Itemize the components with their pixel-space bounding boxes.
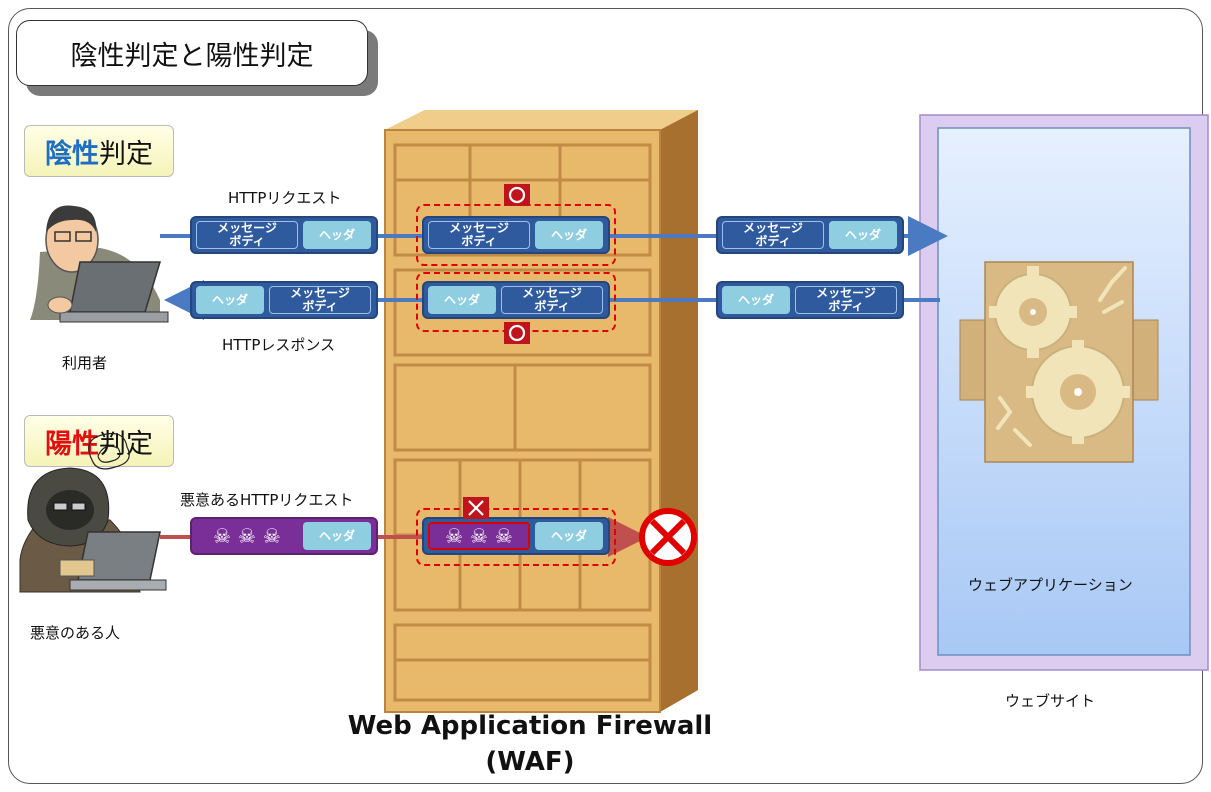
message-body: メッセージ ボディ	[428, 221, 530, 249]
skull-icons: ☠ ☠ ☠	[213, 523, 281, 548]
malicious-person-icon	[19, 432, 167, 593]
message-body: メッセージ ボディ	[196, 221, 298, 249]
response-packet-waf: ヘッダ メッセージ ボディ	[422, 281, 610, 319]
ok-mark-icon	[504, 322, 530, 344]
skull-icons: ☠ ☠ ☠	[428, 522, 530, 550]
request-packet-server: メッセージ ボディ ヘッダ	[716, 216, 904, 254]
blocked-icon	[639, 508, 697, 566]
ng-mark-icon	[463, 497, 489, 519]
gears-icon	[959, 261, 1159, 463]
user-icon	[30, 205, 169, 323]
header: ヘッダ	[535, 221, 603, 249]
diagram-title: 陰性判定と陽性判定	[16, 20, 368, 86]
request-packet-waf: メッセージ ボディ ヘッダ	[422, 216, 610, 254]
header: ヘッダ	[303, 221, 371, 249]
message-body: メッセージ ボディ	[722, 221, 824, 249]
header: ヘッダ	[303, 522, 371, 550]
header: ヘッダ	[829, 221, 897, 249]
malicious-packet-client: ☠ ☠ ☠ ヘッダ	[190, 517, 378, 555]
malicious-person-label: 悪意のある人	[30, 624, 121, 642]
waf-name: Web Application Firewall (WAF)	[320, 708, 740, 780]
malicious-request-label: 悪意あるHTTPリクエスト	[180, 491, 354, 509]
ok-mark-icon	[504, 184, 530, 206]
malicious-packet-waf: ☠ ☠ ☠ ヘッダ	[422, 517, 610, 555]
header: ヘッダ	[722, 286, 790, 314]
waf-name-text: Web Application Firewall	[347, 711, 713, 741]
message-body: メッセージ ボディ	[795, 286, 897, 314]
inspection-box-request	[416, 204, 616, 266]
header: ヘッダ	[196, 286, 264, 314]
web-application-label: ウェブアプリケーション	[968, 576, 1133, 594]
negative-label: 陰性	[45, 138, 99, 170]
message-body: メッセージ ボディ	[269, 286, 371, 314]
header: ヘッダ	[428, 286, 496, 314]
waf-building-icon	[384, 110, 698, 713]
waf-abbr-text: (WAF)	[485, 747, 575, 777]
response-packet-server: ヘッダ メッセージ ボディ	[716, 281, 904, 319]
header: ヘッダ	[535, 522, 603, 550]
negative-suffix: 判定	[99, 138, 153, 170]
inspection-box-malicious	[416, 508, 616, 566]
response-packet-client: ヘッダ メッセージ ボディ	[190, 281, 378, 319]
negative-judgment-badge: 陰性判定	[24, 125, 174, 177]
message-body: メッセージ ボディ	[501, 286, 603, 314]
request-packet-client: メッセージ ボディ ヘッダ	[190, 216, 378, 254]
user-label: 利用者	[62, 354, 108, 372]
website-label: ウェブサイト	[1005, 692, 1096, 710]
http-response-label: HTTPレスポンス	[222, 336, 336, 354]
http-request-label: HTTPリクエスト	[228, 189, 342, 207]
